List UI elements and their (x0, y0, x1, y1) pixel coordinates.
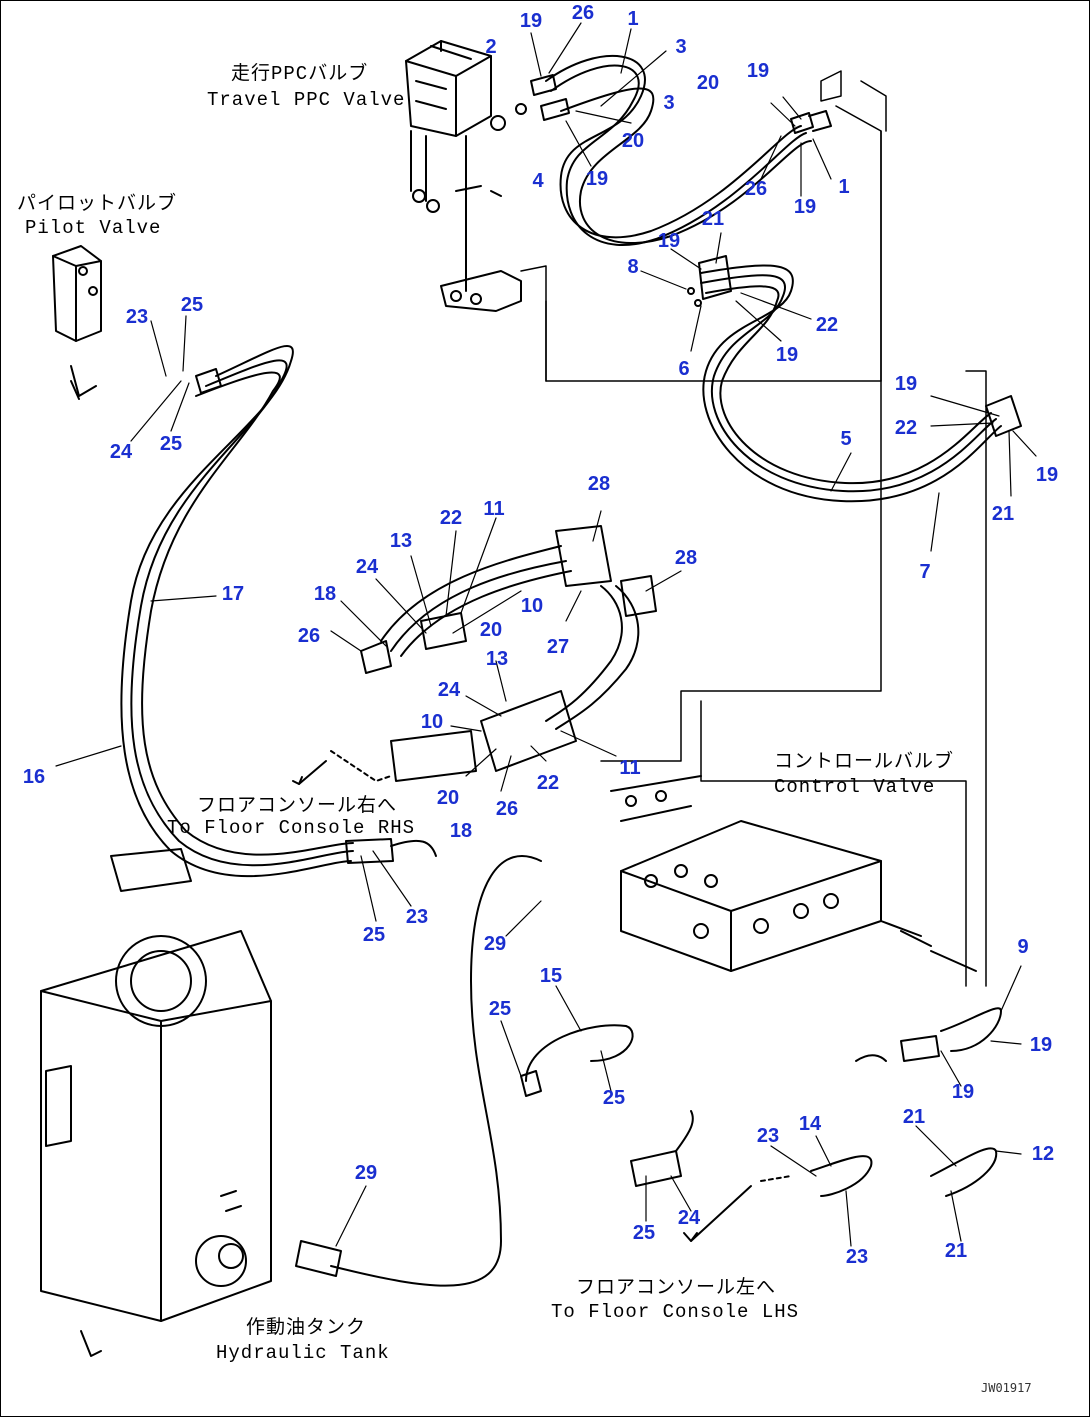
callout-number: 2 (485, 36, 497, 58)
callout-number: 29 (354, 1162, 378, 1184)
leader-lines (55, 22, 1037, 1247)
pilot-valve-label-jp: パイロットバルブ (17, 193, 178, 215)
callout-number: 3 (663, 92, 675, 114)
callout-number: 25 (362, 924, 386, 946)
callout-number: 17 (221, 583, 245, 605)
callout-number: 21 (991, 503, 1015, 525)
callout-number: 19 (1035, 464, 1059, 486)
callout-number: 11 (483, 498, 505, 520)
callout-number: 3 (675, 36, 687, 58)
callout-number: 25 (632, 1222, 656, 1244)
callout-number: 18 (449, 820, 473, 842)
callout-number: 21 (902, 1106, 926, 1128)
callout-number: 19 (519, 10, 543, 32)
callout-number: 24 (437, 679, 461, 701)
hose-bundle (360, 525, 657, 782)
travel-ppc-valve-label-en: Travel PPC Valve (207, 89, 406, 111)
callout-number: 22 (894, 417, 918, 439)
callout-number: 26 (297, 625, 321, 647)
callout-number: 23 (125, 306, 149, 328)
callout-number: 6 (678, 358, 690, 380)
callout-number: 27 (546, 636, 570, 658)
frame-lines (520, 70, 987, 987)
callout-number: 20 (621, 130, 645, 152)
callout-number: 23 (405, 906, 429, 928)
callout-number: 19 (775, 344, 799, 366)
callout-number: 20 (436, 787, 460, 809)
callout-number: 28 (674, 547, 698, 569)
callout-number: 29 (483, 933, 507, 955)
callout-number: 5 (840, 428, 852, 450)
callout-number: 26 (495, 798, 519, 820)
callout-number: 4 (532, 170, 544, 192)
callout-number: 21 (944, 1240, 968, 1262)
callout-number: 13 (485, 648, 509, 670)
callout-number: 16 (22, 766, 46, 788)
callout-number: 18 (313, 583, 337, 605)
callout-number: 23 (845, 1246, 869, 1268)
callout-number: 19 (793, 196, 817, 218)
callout-number: 22 (815, 314, 839, 336)
callout-number: 22 (439, 507, 463, 529)
hydraulic-tank-drawing (40, 848, 272, 1357)
callout-number: 19 (894, 373, 918, 395)
control-valve-drawing (610, 775, 977, 972)
callout-number: 24 (677, 1207, 701, 1229)
callout-number: 19 (657, 230, 681, 252)
control-valve-label-en: Control Valve (774, 776, 936, 798)
callout-number: 10 (520, 595, 544, 617)
hose-16-17 (120, 345, 437, 878)
callout-number: 22 (536, 772, 560, 794)
callout-number: 23 (756, 1125, 780, 1147)
callout-number: 25 (488, 998, 512, 1020)
callout-number: 20 (479, 619, 503, 641)
callout-number: 26 (571, 2, 595, 24)
callout-number: 1 (838, 176, 850, 198)
travel-ppc-valve-drawing (405, 40, 527, 312)
callout-number: 19 (951, 1081, 975, 1103)
callout-number: 25 (602, 1087, 626, 1109)
hoses-top (530, 54, 832, 246)
callout-number: 1 (627, 8, 639, 30)
callout-number: 24 (109, 441, 133, 463)
callout-number: 19 (746, 60, 770, 82)
callout-number: 11 (619, 757, 641, 779)
callout-number: 15 (539, 965, 563, 987)
callout-number: 19 (1029, 1034, 1053, 1056)
floor-console-lhs-label-jp: フロアコンソール左へ (576, 1277, 777, 1299)
hydraulic-tank-label-jp: 作動油タンク (246, 1317, 367, 1339)
callout-number: 20 (696, 72, 720, 94)
pilot-valve-label-en: Pilot Valve (25, 217, 162, 239)
direction-arrows (292, 750, 792, 1242)
callout-number: 10 (420, 711, 444, 733)
callout-number: 9 (1017, 936, 1029, 958)
floor-console-lhs-label-en: To Floor Console LHS (551, 1301, 800, 1323)
callout-number: 28 (587, 473, 611, 495)
hose-5-7 (687, 255, 1022, 503)
callout-number: 14 (798, 1113, 822, 1135)
callout-number: 21 (701, 208, 725, 230)
callout-number: 24 (355, 556, 379, 578)
callout-number: 8 (627, 256, 639, 278)
pilot-valve-drawing (52, 245, 102, 400)
floor-console-rhs-label-en: To Floor Console RHS (167, 817, 416, 839)
callout-number: 25 (180, 294, 204, 316)
callout-number: 26 (744, 178, 768, 200)
hydraulic-tank-label-en: Hydraulic Tank (216, 1342, 390, 1364)
callout-number: 13 (389, 530, 413, 552)
callout-number: 12 (1031, 1143, 1055, 1165)
callout-number: 25 (159, 433, 183, 455)
drawing-code: JW01917 (981, 1381, 1032, 1395)
travel-ppc-valve-label-jp: 走行PPCバルブ (231, 63, 369, 85)
floor-console-rhs-label-jp: フロアコンソール右へ (197, 795, 398, 817)
callout-number: 7 (919, 561, 931, 583)
callout-number: 19 (585, 168, 609, 190)
control-valve-label-jp: コントロールバルブ (774, 751, 955, 773)
